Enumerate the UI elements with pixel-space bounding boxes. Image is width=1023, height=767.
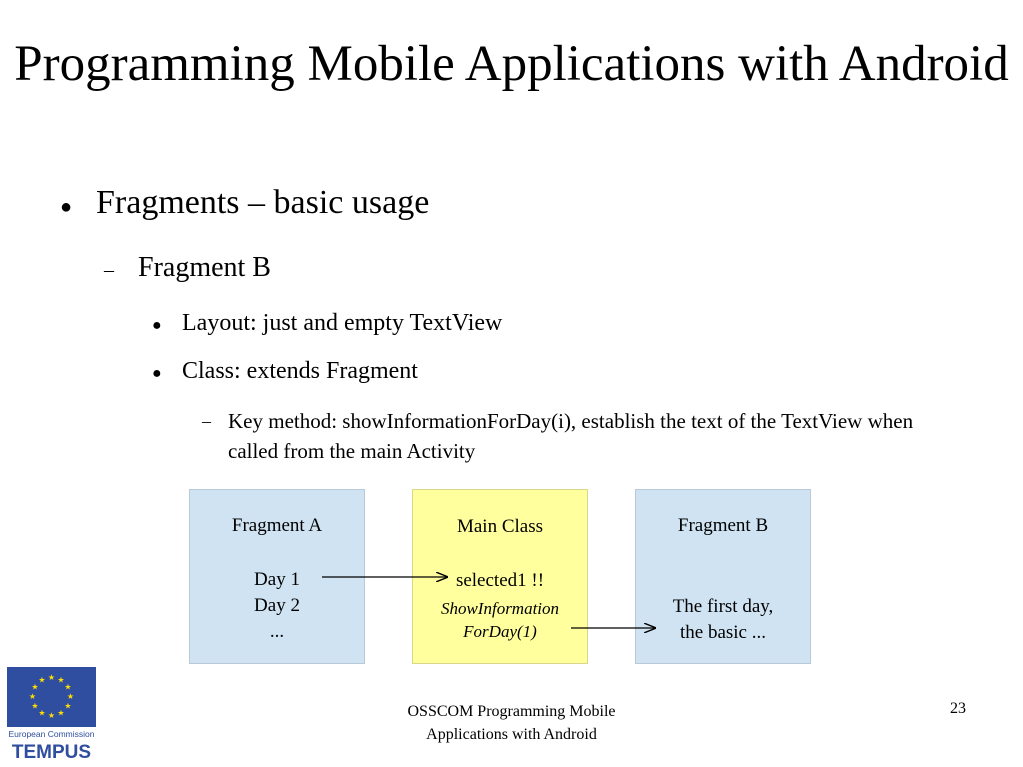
fragment-a-item: Day 2 xyxy=(254,595,300,616)
bullet-text: Fragment B xyxy=(138,252,271,283)
slide-title: Programming Mobile Applications with And… xyxy=(14,36,1009,92)
flag-star: ★ xyxy=(38,709,45,718)
flag-star: ★ xyxy=(29,692,36,701)
footer-text: OSSCOM Programming Mobile Applications w… xyxy=(360,700,663,746)
flag-star: ★ xyxy=(57,709,64,718)
flag-star: ★ xyxy=(57,676,64,685)
bullet-marker: – xyxy=(104,259,114,281)
bullet-marker: ● xyxy=(152,365,162,382)
logo-wordmark: TEMPUS xyxy=(12,742,91,761)
page-number: 23 xyxy=(950,700,966,717)
bullet-level1: ● Fragments – basic usage xyxy=(60,184,429,222)
flag-star: ★ xyxy=(64,702,71,711)
footer-line1: OSSCOM Programming Mobile xyxy=(407,703,616,720)
bullet-marker: – xyxy=(202,411,211,431)
flag-star: ★ xyxy=(31,683,38,692)
bullet-marker: ● xyxy=(152,317,162,334)
flag-star: ★ xyxy=(67,692,74,701)
bullet-text: Fragments – basic usage xyxy=(96,184,430,221)
bullet-marker: ● xyxy=(60,196,73,218)
flag-star: ★ xyxy=(48,711,55,720)
fragment-a-title: Fragment A xyxy=(231,515,323,536)
main-class-method-line1: ShowInformation xyxy=(440,599,560,618)
fragment-a-item: ... xyxy=(269,621,285,642)
fragment-a-item: Day 1 xyxy=(254,569,300,590)
logo-caption: European Commission xyxy=(9,729,95,739)
bullet-text: Layout: just and empty TextView xyxy=(182,310,503,336)
tempus-logo: ★★★★★★★★★★★★ European Commission TEMPUS xyxy=(7,667,96,763)
bullet-level4-key-method: – Key method: showInformationForDay(i), … xyxy=(202,406,922,466)
bullet-level3-class: ● Class: extends Fragment xyxy=(152,358,418,385)
fragment-b-text-line1: The first day, xyxy=(672,596,774,617)
bullet-level2: – Fragment B xyxy=(104,252,271,284)
flag-star: ★ xyxy=(48,673,55,682)
flag-star: ★ xyxy=(38,676,45,685)
main-class-title: Main Class xyxy=(456,516,544,537)
bullet-text: Key method: showInformationForDay(i), es… xyxy=(228,409,914,463)
main-class-method-line2: ForDay(1) xyxy=(463,622,537,641)
fragment-b-title: Fragment B xyxy=(677,515,769,536)
fragment-b-box: Fragment B The first day, the basic ... xyxy=(635,489,811,664)
bullet-text: Class: extends Fragment xyxy=(182,358,418,384)
flag-star: ★ xyxy=(64,683,71,692)
eu-flag-icon: ★★★★★★★★★★★★ European Commission TEMPUS xyxy=(7,667,96,763)
main-class-selected: selected1 !! xyxy=(455,570,545,591)
flag-star: ★ xyxy=(31,702,38,711)
flag-stars: ★★★★★★★★★★★★ xyxy=(29,673,74,720)
bullet-level3-layout: ● Layout: just and empty TextView xyxy=(152,310,502,337)
fragment-b-text-line2: the basic ... xyxy=(679,622,766,643)
flag-field xyxy=(7,667,96,727)
footer-line2: Applications with Android xyxy=(426,726,597,743)
